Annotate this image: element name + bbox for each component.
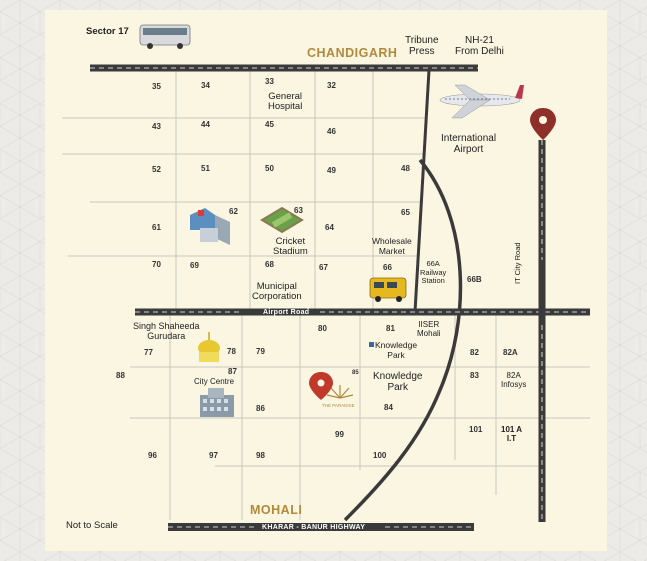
sector-49: 49 [327, 166, 336, 175]
sector-99: 99 [335, 430, 344, 439]
sector-80: 80 [318, 324, 327, 333]
city-centre-label: City Centre [194, 377, 235, 386]
school-bus-icon [369, 277, 407, 302]
sector-86: 86 [256, 404, 265, 413]
knowledge-park-small-label: Knowledge Park [375, 340, 418, 360]
sector-33: 33 [265, 77, 274, 86]
railway-station-label: 66A Railway Station [420, 259, 447, 286]
sector-83: 83 [470, 371, 479, 380]
stadium-icon [260, 206, 304, 234]
gurudara-label: Singh Shaheeda Gurudara [133, 321, 200, 341]
sector-78: 78 [227, 347, 236, 356]
airport-road-label: Airport Road [263, 309, 310, 316]
international-airport-label[interactable]: International Airport [441, 133, 497, 155]
iiser-mohali-label: IISER Mohali [417, 320, 441, 339]
sector-96: 96 [148, 451, 157, 460]
sector-98: 98 [256, 451, 265, 460]
sector-82a: 82A [503, 348, 518, 357]
sector-43: 43 [152, 122, 161, 131]
project-location-pin-icon[interactable] [309, 372, 333, 400]
sector-100: 100 [373, 451, 387, 460]
curved-road [343, 158, 463, 522]
municipal-corporation-label: Municipal Corporation [252, 281, 302, 303]
infosys-label: 82A Infosys [501, 371, 527, 390]
sector-35: 35 [152, 82, 161, 91]
airplane-icon [439, 84, 524, 119]
tribune-press-label: Tribune Press [405, 35, 439, 57]
sector-84: 84 [384, 403, 393, 412]
paradise-logo-label: THE PARADISE [322, 403, 355, 408]
general-hospital-label: General Hospital [268, 91, 303, 113]
sector-69: 69 [190, 261, 199, 270]
sector17-label: Sector 17 [86, 26, 129, 37]
knowledge-park-label: Knowledge Park [373, 371, 423, 393]
airport-location-pin-icon[interactable] [530, 108, 556, 140]
sector-44: 44 [201, 120, 210, 129]
wholesale-market-label: Wholesale Market [372, 236, 412, 256]
sector-82: 82 [470, 348, 479, 357]
sector-61: 61 [152, 223, 161, 232]
it-city-road-label: IT City Road [513, 242, 522, 284]
city-title-chandigarh: CHANDIGARH [307, 46, 398, 60]
sector-50: 50 [265, 164, 274, 173]
sector-77: 77 [144, 348, 153, 357]
cricket-stadium-label: Cricket Stadium [273, 236, 308, 258]
sector-79: 79 [256, 347, 265, 356]
bus-icon [139, 24, 191, 49]
sector-97: 97 [209, 451, 218, 460]
sector-85: 85 [352, 370, 359, 376]
sector-64: 64 [325, 223, 334, 232]
city-title-mohali: MOHALI [250, 503, 303, 517]
sector-67: 67 [319, 263, 328, 272]
sector-48: 48 [401, 164, 410, 173]
gurudara-icon [198, 332, 220, 362]
sector-grid [62, 70, 590, 520]
sector-88: 88 [116, 371, 125, 380]
city-centre-building-icon [200, 388, 234, 417]
not-to-scale-label: Not to Scale [66, 520, 118, 531]
knowledge-park-marker-icon [369, 342, 374, 347]
sector-70: 70 [152, 260, 161, 269]
it-101a-label: 101 A I.T [501, 425, 523, 444]
kharar-highway-label: KHARAR - BANUR HIGHWAY [262, 524, 366, 531]
sector-81: 81 [386, 324, 395, 333]
sector-52: 52 [152, 165, 161, 174]
sector-32: 32 [327, 81, 336, 90]
sector-45: 45 [265, 120, 274, 129]
sector-66: 66 [383, 263, 392, 272]
paradise-logo-icon [326, 385, 354, 399]
sector-101: 101 [469, 425, 483, 434]
sector-87: 87 [228, 367, 237, 376]
nh21-label: NH-21 From Delhi [455, 35, 504, 57]
sector-63: 63 [294, 206, 303, 215]
railway-track [413, 69, 431, 313]
sector-46: 46 [327, 127, 336, 136]
sector-68: 68 [265, 260, 274, 269]
sector-62: 62 [229, 207, 238, 216]
sector-51: 51 [201, 164, 210, 173]
sector-34: 34 [201, 81, 210, 90]
sector-66b: 66B [467, 275, 482, 284]
sector-65: 65 [401, 208, 410, 217]
hospital-building-icon [190, 208, 230, 245]
